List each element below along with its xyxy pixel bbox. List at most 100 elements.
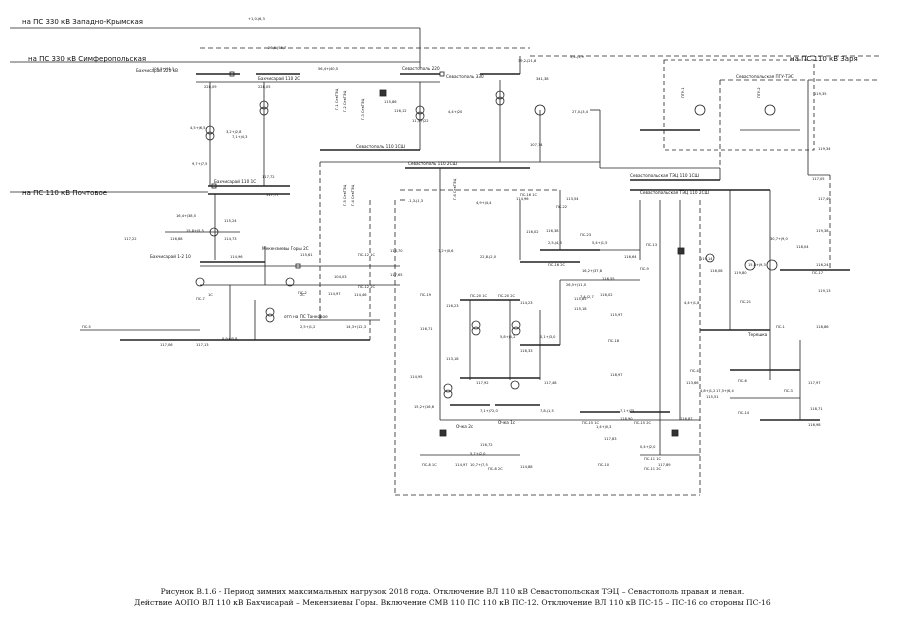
voltage-label-24: 114,23	[520, 301, 533, 305]
voltage-label-40: 118,04	[796, 245, 809, 249]
voltage-label-49: 115,51	[706, 395, 719, 399]
label-ps6: ПС-6	[738, 379, 748, 383]
figure-caption: Рисунок В.1.6 - Период зимних максимальн…	[0, 586, 905, 608]
flow-label-8: 4,4+j20	[448, 110, 463, 114]
label-sevastopol-110-1: Севастополь 110 1СШ	[356, 144, 406, 149]
flow-label-12: -1,3-j1,3	[408, 199, 423, 203]
flow-label-9: 27,0-j3,4	[572, 110, 589, 114]
flow-label-24: 16,2+j37,8	[582, 269, 603, 273]
voltage-label-5: 117,77	[266, 193, 279, 197]
label-ps1: ПС-1	[776, 325, 785, 329]
flow-label-31: 10,7+j7,5	[470, 463, 488, 467]
generator-label-4: Г-5 СевТЭЦ	[343, 185, 347, 206]
power-flow-labels: +1,0-j6,326,5-j55,756,4+j40,5106,3+j91,5…	[152, 17, 788, 467]
label-sevastopol-110-2: Севастополь 110 2СШ	[408, 161, 458, 166]
flow-label-25: 15,2+j16,6	[414, 405, 435, 409]
voltage-label-11: 118,70	[390, 249, 403, 253]
equipment-symbols	[195, 71, 778, 437]
caption-line-2: Действие АОПО ВЛ 110 кВ Бахчисарай – Мек…	[134, 598, 771, 607]
label-ps23: ПС-23	[580, 233, 591, 237]
label-ps4: ПС-4	[690, 369, 700, 373]
voltage-label-14: 114,97	[328, 292, 341, 296]
label-tereshka: Терешка	[747, 332, 768, 337]
flow-label-23: 26,5+j11,0	[566, 283, 587, 287]
voltage-label-48: 116,87	[680, 417, 693, 421]
voltage-label-42: 119,13	[818, 289, 831, 293]
voltage-label-43: 118,86	[816, 325, 829, 329]
voltage-label-36: 118,97	[610, 373, 623, 377]
diagram-lines	[10, 27, 880, 496]
label-ps18: ПС-18	[608, 339, 620, 343]
generator-label-0: Г-1 СевТЭЦ	[335, 89, 339, 110]
flow-label-36: 15,8+j9,3	[748, 263, 766, 267]
voltage-label-51: 116,72	[480, 443, 493, 447]
voltage-label-28: 117,92	[476, 381, 489, 385]
label-bakhchisaray-kl: Бахчисарай 1-2 10	[150, 254, 191, 259]
voltage-label-21: 116,38	[546, 229, 559, 233]
flow-label-11: 5,4-j1,9	[570, 55, 584, 59]
label-ps20-2: ПС-20 2С	[498, 294, 516, 298]
voltage-label-59: 117,05	[812, 177, 825, 181]
voltage-label-13: 104,03	[334, 275, 347, 279]
label-ps5: ПС-5	[82, 325, 91, 329]
label-ps11-2: ПС-11 2С	[644, 467, 662, 471]
voltage-label-22: 115,85	[574, 297, 587, 301]
flow-label-21: 0,1+j3,0	[540, 335, 556, 339]
voltage-label-46: 116,98	[808, 423, 821, 427]
label-sevastopol-pgu: Севастопольская ПГУ-ТЭС	[736, 74, 794, 79]
flow-label-17: 5,4+j1,5	[592, 241, 607, 245]
flow-label-27: 7,8-j1,5	[540, 409, 554, 413]
flow-label-0: +1,0-j6,3	[248, 17, 265, 21]
label-tankovoe: отп на ПС Танковое	[284, 314, 328, 319]
flow-label-4: 4,5+j6,5	[190, 126, 205, 130]
flow-label-34: 4,8+j1,2	[700, 389, 715, 393]
flow-label-19: 15,8+j5,5	[186, 229, 204, 233]
voltage-label-23: 115,18	[574, 307, 587, 311]
generator-label-3: Г-4 СевТЭЦ	[351, 185, 355, 206]
voltage-label-32: 116,64	[624, 255, 637, 259]
label-ps16-2: ПС-16 2С	[548, 263, 566, 267]
voltage-label-39: 119,38	[816, 229, 829, 233]
direction-ps330-simferopol: на ПС 330 кВ Симферопольская	[28, 55, 146, 63]
flow-label-2: 56,4+j40,5	[318, 67, 338, 71]
label-ps15-2: ПС-15 2С	[634, 421, 652, 425]
flow-label-32: 0,4+j2,0	[640, 445, 656, 449]
voltage-label-63: 117,13	[196, 343, 209, 347]
voltage-label-38: 119,80	[734, 271, 747, 275]
voltage-label-53: 114,88	[520, 465, 533, 469]
label-ps8-1: ПС-8 1С	[422, 463, 437, 467]
direction-ps330-west-crimea: на ПС 330 кВ Западно-Крымская	[22, 18, 143, 26]
voltage-label-3: 107,74	[530, 143, 543, 147]
flow-label-1: 26,5-j55,7	[268, 46, 286, 50]
label-bakhchisaray-110-2: Бахчисарай 110 2С	[258, 76, 300, 81]
direction-ps110-zarya: на ПС 110 кВ Заря	[790, 55, 858, 63]
label-ps11-1: ПС-11 1С	[644, 457, 662, 461]
voltage-label-26: 116,23	[446, 304, 459, 308]
label-sevastopol-tec: Севастопольская ТЭЦ 110 1СШ	[630, 173, 700, 178]
label-ps8-2: ПС-8 2С	[488, 467, 503, 471]
label-ps12-2: ПС-12 2С	[358, 285, 376, 289]
flow-label-39: 2,5+j1,2	[300, 325, 315, 329]
flow-label-7: 11,5+j22	[412, 119, 429, 123]
flow-label-41: 7,1+j4,3	[232, 135, 247, 139]
flow-label-14: 7,2+j0,6	[438, 249, 454, 253]
flow-label-22: 7,4-j2,7	[580, 295, 594, 299]
generator-label-2: Г-3 СевТЭЦ	[361, 99, 365, 120]
voltage-label-45: 118,71	[810, 407, 823, 411]
flow-label-13: 4,9+j4,4	[476, 201, 492, 205]
label-mekenzievy: Мекензиевы Горы 2С	[262, 246, 309, 251]
flow-label-20: 5,8+j5,2	[500, 335, 515, 339]
voltage-label-60: 117,49	[818, 197, 831, 201]
voltage-label-19: 113,54	[566, 197, 579, 201]
flow-label-26: 7,1+j72,0	[480, 409, 498, 413]
voltage-label-27: 113,18	[446, 357, 459, 361]
flow-label-29: 1,4+j0,3	[596, 425, 611, 429]
label-ochka-1: Очка 1с	[498, 420, 516, 425]
voltage-label-20: 116,02	[526, 230, 539, 234]
voltage-label-44: 117,97	[808, 381, 821, 385]
caption-line-1: Рисунок В.1.6 - Период зимних максимальн…	[160, 587, 745, 596]
voltage-label-56: 117,89	[658, 463, 671, 467]
voltage-label-52: 114,97	[455, 463, 468, 467]
